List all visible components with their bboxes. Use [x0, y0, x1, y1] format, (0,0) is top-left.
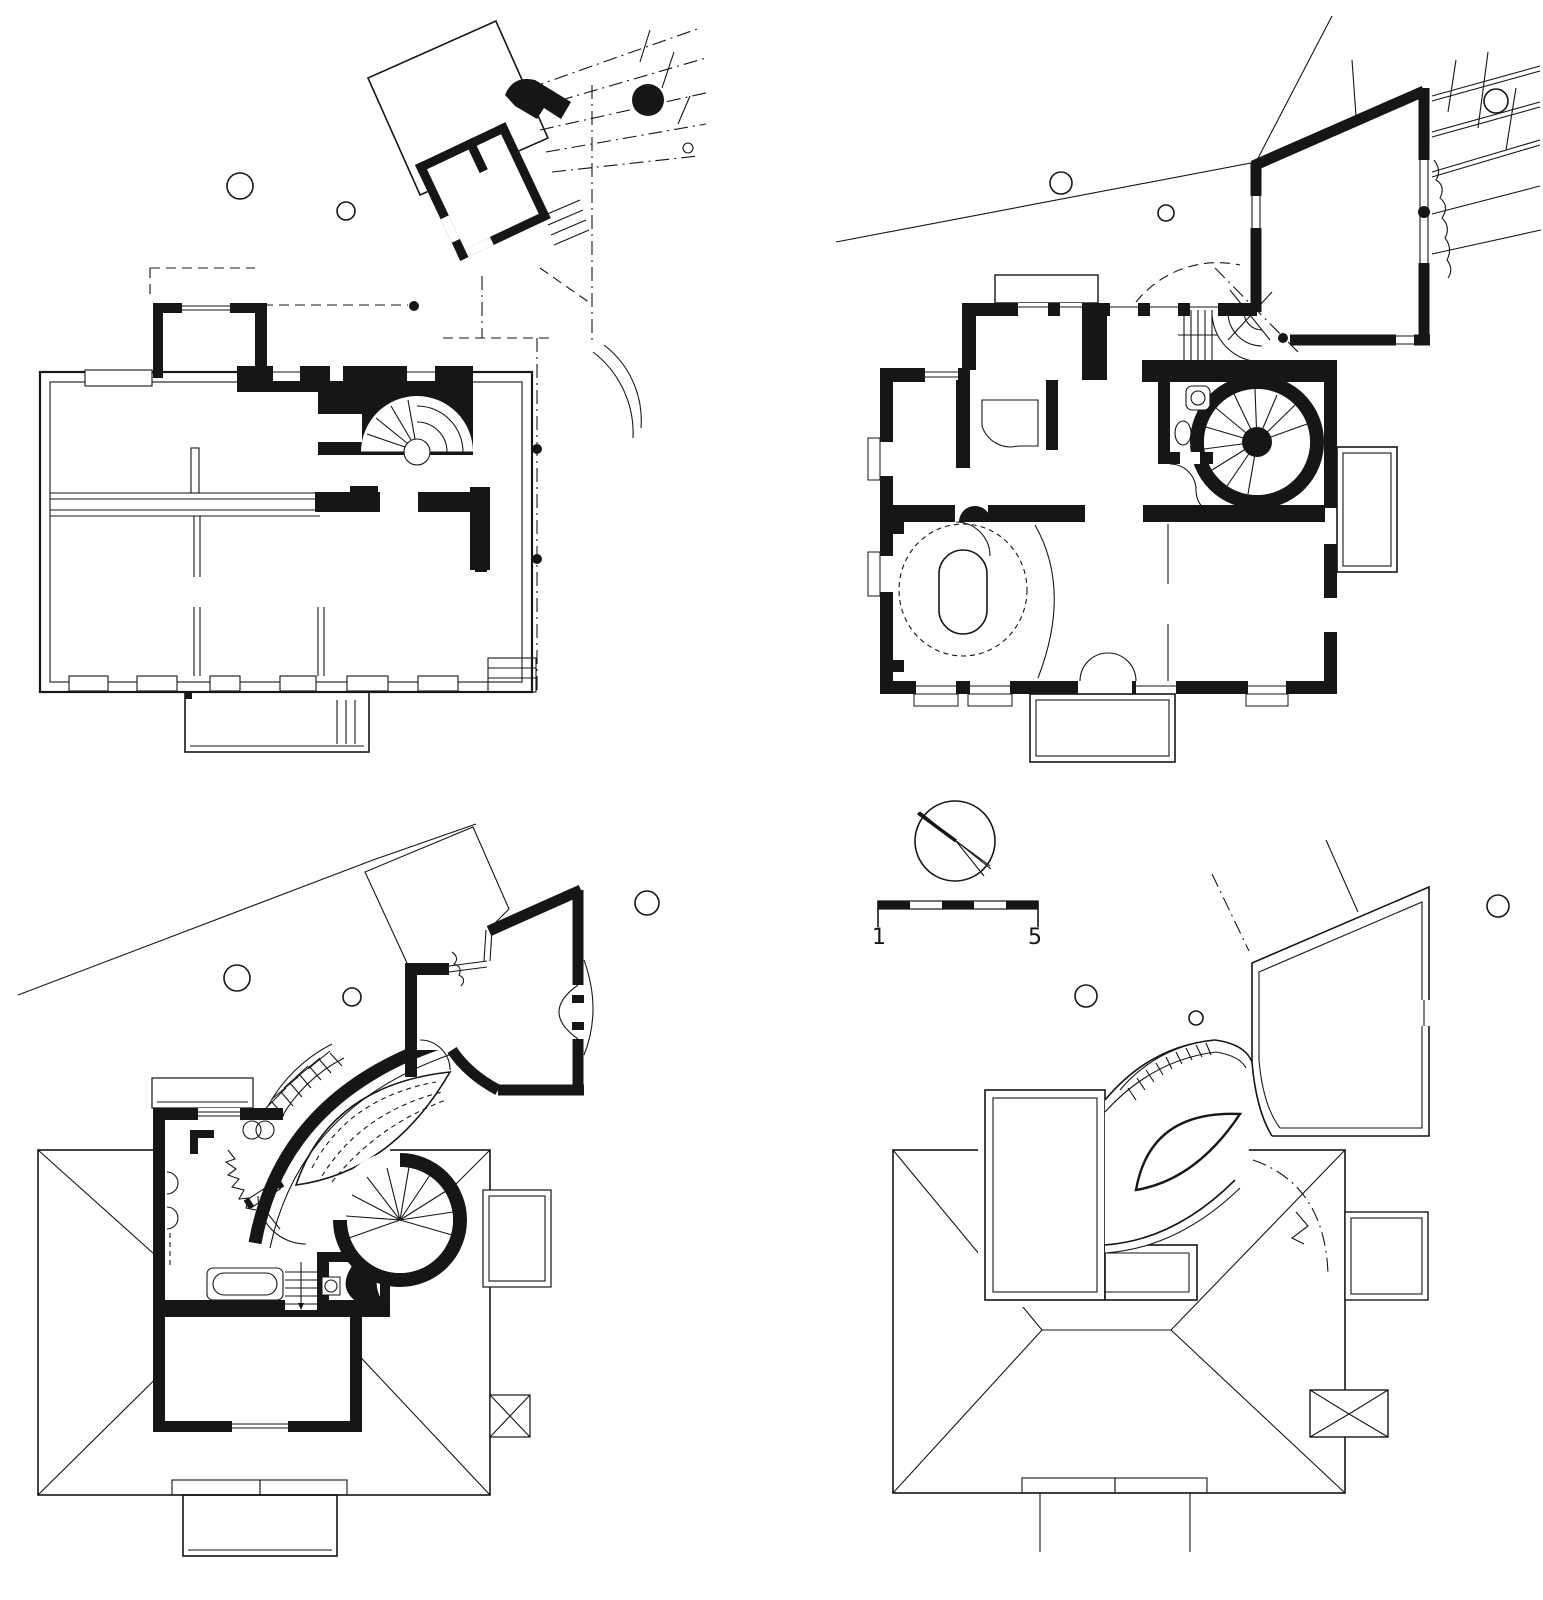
window-sills — [68, 369, 459, 692]
vine-plant — [1433, 159, 1452, 279]
tree-icon — [1188, 1010, 1204, 1026]
tree-icon — [223, 964, 251, 992]
scale-label-end: 5 — [1028, 925, 1042, 950]
annex-roof-outline — [364, 826, 510, 964]
toilet-icon — [1174, 420, 1192, 446]
plan-top-left-floor-plan — [38, 20, 711, 753]
scale-label-start: 1 — [872, 925, 886, 950]
bridge-plank — [243, 1177, 285, 1210]
plan-bottom-right-roof-plan — [892, 839, 1510, 1552]
door-swing — [1195, 489, 1223, 517]
sink-icon — [1185, 385, 1211, 411]
site-boundary-line — [17, 823, 477, 996]
pergola-trellis — [1431, 51, 1542, 279]
site-line — [1211, 873, 1250, 952]
door-leaf — [959, 506, 991, 522]
roof-reference-arc — [1252, 1159, 1329, 1275]
side-projection — [1344, 1211, 1429, 1301]
site-reference-lines — [149, 85, 593, 692]
tree-icon — [336, 201, 356, 221]
table — [938, 549, 988, 635]
tree-icon — [226, 172, 254, 200]
stair-hall — [237, 366, 473, 466]
toilet-icon — [166, 1171, 179, 1195]
scale-bar: 1 5 — [872, 900, 1042, 950]
direction-arrow — [298, 1303, 304, 1310]
entry-steps — [1178, 310, 1218, 360]
stair-wall — [345, 1266, 390, 1312]
porch — [184, 691, 370, 753]
door-swing — [419, 1039, 451, 1071]
tilted-annex — [1250, 85, 1430, 346]
wall-fragment — [505, 79, 571, 119]
double-door — [1079, 652, 1137, 682]
tree-icon — [1157, 204, 1175, 222]
tilted-annex — [415, 122, 551, 261]
wc-room — [1158, 380, 1223, 517]
window-bay — [994, 274, 1099, 304]
roof-details — [1021, 1211, 1429, 1552]
tree-solid-icon — [632, 84, 664, 116]
terrace-inner — [1342, 452, 1392, 567]
tree-icon — [1074, 984, 1098, 1008]
tick-mark — [1290, 1211, 1309, 1245]
spiral-staircase — [1142, 360, 1337, 509]
east-balcony — [482, 1189, 552, 1288]
upper-floor-outline — [978, 1083, 1198, 1307]
straight-stair — [285, 1262, 317, 1310]
tree-icon — [1049, 171, 1073, 195]
entry-swing-arc — [1135, 262, 1241, 303]
lens-skylight — [294, 1071, 452, 1186]
curved-path-line — [592, 351, 634, 439]
oval-room — [892, 506, 1055, 679]
door-swing — [955, 521, 991, 557]
window-bay — [151, 1077, 254, 1109]
door-swing — [1169, 463, 1197, 491]
vine-plant — [451, 951, 465, 987]
curved-path-line — [603, 344, 642, 429]
sink-icon — [242, 1120, 262, 1140]
outdoor-steps — [544, 199, 590, 246]
terrace — [1336, 446, 1398, 573]
tree-icon — [342, 987, 362, 1007]
tree-icon — [1486, 894, 1510, 918]
north-compass — [914, 800, 996, 882]
arched-niche — [558, 984, 579, 1040]
bidet-icon — [166, 1206, 179, 1230]
north-wing — [153, 303, 267, 383]
fan-staircase — [361, 399, 473, 466]
lower-room — [153, 1317, 362, 1432]
tilted-annex-upper — [405, 884, 594, 1096]
gallery-roof — [1104, 1039, 1253, 1254]
plan-top-right-ground-floor — [835, 15, 1542, 763]
pergola-trellis — [529, 27, 711, 173]
interior-poche-walls — [315, 486, 490, 572]
plan-bottom-left-upper-floor — [17, 823, 660, 1557]
lens-skylight — [1134, 1112, 1243, 1192]
tree-icon — [1483, 88, 1509, 114]
spiral-staircase — [331, 1151, 467, 1312]
porch-below — [182, 1494, 338, 1557]
wardrobe — [981, 399, 1039, 448]
side-steps — [487, 657, 537, 693]
annex-roof-outline — [1251, 885, 1432, 1137]
tree-icon — [634, 890, 660, 916]
sink-icon — [255, 1120, 275, 1140]
main-house-poche-walls — [867, 303, 1337, 707]
porch — [1029, 693, 1176, 763]
